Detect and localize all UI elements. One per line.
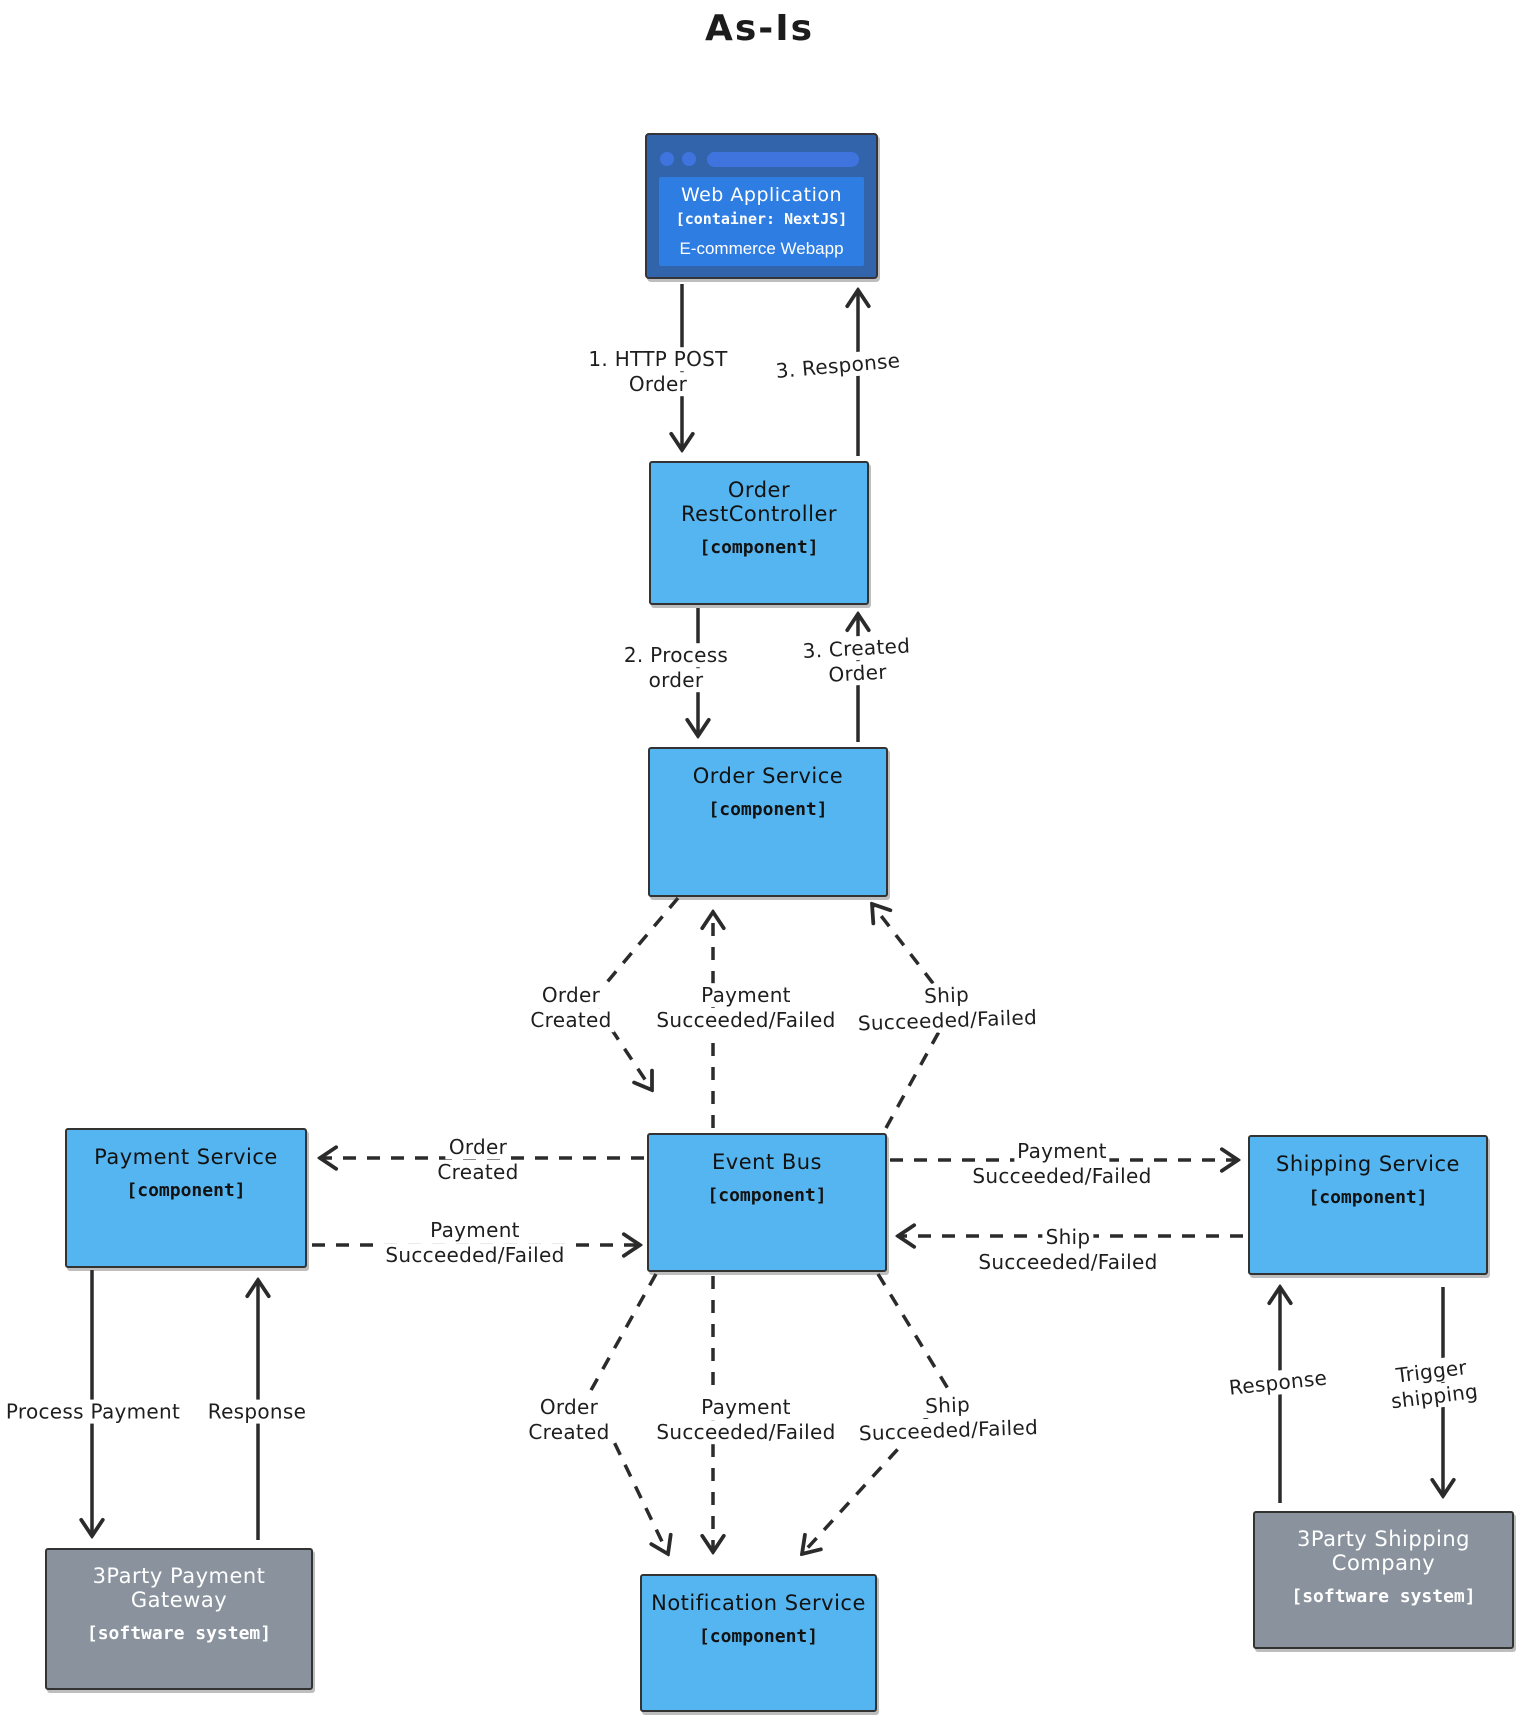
node-meta: [software system] (86, 1623, 272, 1644)
edge-label-ship-up: Ship Succeeded/Failed (854, 980, 1041, 1036)
node-shipping-company[interactable]: 3Party Shipping Company [software system… (1253, 1511, 1514, 1649)
edge-label-process-payment: Process Payment (2, 1399, 184, 1425)
edge-label-text: Payment Succeeded/Failed (653, 1395, 839, 1444)
edge-label-text: 1. HTTP POST Order (585, 347, 731, 396)
edge-label-http-post: 1. HTTP POST Order (585, 347, 731, 397)
node-meta: [component] (699, 537, 819, 558)
edge-label-order-created-down: Order Created (525, 1395, 613, 1445)
node-web-application[interactable]: Web Application [container: NextJS] E-co… (645, 133, 878, 279)
edge-label-order-created-left: Order Created (434, 1135, 522, 1185)
browser-content-panel: Web Application [container: NextJS] E-co… (659, 177, 864, 266)
browser-dot-icon (682, 152, 696, 166)
node-description: E-commerce Webapp (679, 239, 844, 258)
edge-label-text: Payment Succeeded/Failed (653, 983, 839, 1032)
node-meta: [component] (126, 1180, 246, 1201)
node-title: Notification Service (651, 1591, 866, 1615)
node-title: 3Party Shipping Company (1296, 1527, 1471, 1575)
browser-address-bar (707, 152, 859, 167)
node-title: Event Bus (712, 1150, 822, 1174)
node-payment-gateway[interactable]: 3Party Payment Gateway [software system] (45, 1548, 313, 1690)
node-title: 3Party Payment Gateway (92, 1564, 266, 1612)
edge-label-text: Process Payment (2, 1399, 184, 1424)
node-title: Shipping Service (1276, 1152, 1460, 1176)
node-event-bus[interactable]: Event Bus [component] (647, 1133, 887, 1272)
node-meta: [component] (707, 1185, 827, 1206)
edge-label-text: Ship Succeeded/Failed (855, 1392, 1042, 1446)
edge-label-process-order: 2. Process order (620, 643, 732, 693)
browser-dot-icon (660, 152, 674, 166)
edge-label-text: Response (204, 1399, 310, 1424)
node-title: Order RestController (680, 478, 838, 526)
edge-label-payment-down: Payment Succeeded/Failed (653, 1395, 839, 1445)
node-shipping-service[interactable]: Shipping Service [component] (1248, 1135, 1488, 1275)
node-title: Payment Service (94, 1145, 278, 1169)
node-meta: [component] (708, 799, 828, 820)
node-payment-service[interactable]: Payment Service [component] (65, 1128, 307, 1268)
node-meta: [software system] (1291, 1586, 1476, 1607)
edge-label-text: Order Created (525, 1395, 613, 1444)
edge-label-text: Ship Succeeded/Failed (854, 982, 1041, 1036)
edge-label-text: Payment Succeeded/Failed (969, 1139, 1155, 1188)
node-title: Order Service (692, 764, 844, 788)
node-order-service[interactable]: Order Service [component] (648, 747, 888, 897)
edge-label-text: Trigger shipping (1386, 1354, 1483, 1414)
node-meta: [container: NextJS] (675, 210, 848, 228)
edge-label-text: Order Created (434, 1135, 522, 1184)
node-title: Web Application (680, 184, 843, 206)
edge-label-text: Order Created (527, 983, 615, 1032)
edge-label-payment-up: Payment Succeeded/Failed (653, 983, 839, 1033)
edge-label-order-created-up: Order Created (527, 983, 615, 1033)
edge-label-response-payment: Response (204, 1399, 310, 1425)
edge-label-text: Payment Succeeded/Failed (382, 1218, 568, 1267)
edge-ship-up-line (872, 904, 955, 1129)
diagram-title: As-Is (704, 8, 815, 49)
node-notification-service[interactable]: Notification Service [component] (640, 1574, 877, 1712)
edge-label-text: Ship Succeeded/Failed (975, 1225, 1161, 1274)
edge-label-ship-right: Ship Succeeded/Failed (975, 1225, 1161, 1275)
node-meta: [component] (698, 1626, 819, 1647)
node-order-rest-controller[interactable]: Order RestController [component] (649, 461, 869, 605)
edge-label-created-order: 3. Created Order (798, 633, 915, 688)
edge-label-text: 2. Process order (620, 643, 732, 692)
edge-label-ship-down: Ship Succeeded/Failed (855, 1390, 1042, 1446)
node-meta: [component] (1308, 1187, 1428, 1208)
edge-label-payment-left: Payment Succeeded/Failed (382, 1218, 568, 1268)
edge-label-payment-right: Payment Succeeded/Failed (969, 1139, 1155, 1189)
edge-label-text: 3. Created Order (798, 633, 914, 687)
